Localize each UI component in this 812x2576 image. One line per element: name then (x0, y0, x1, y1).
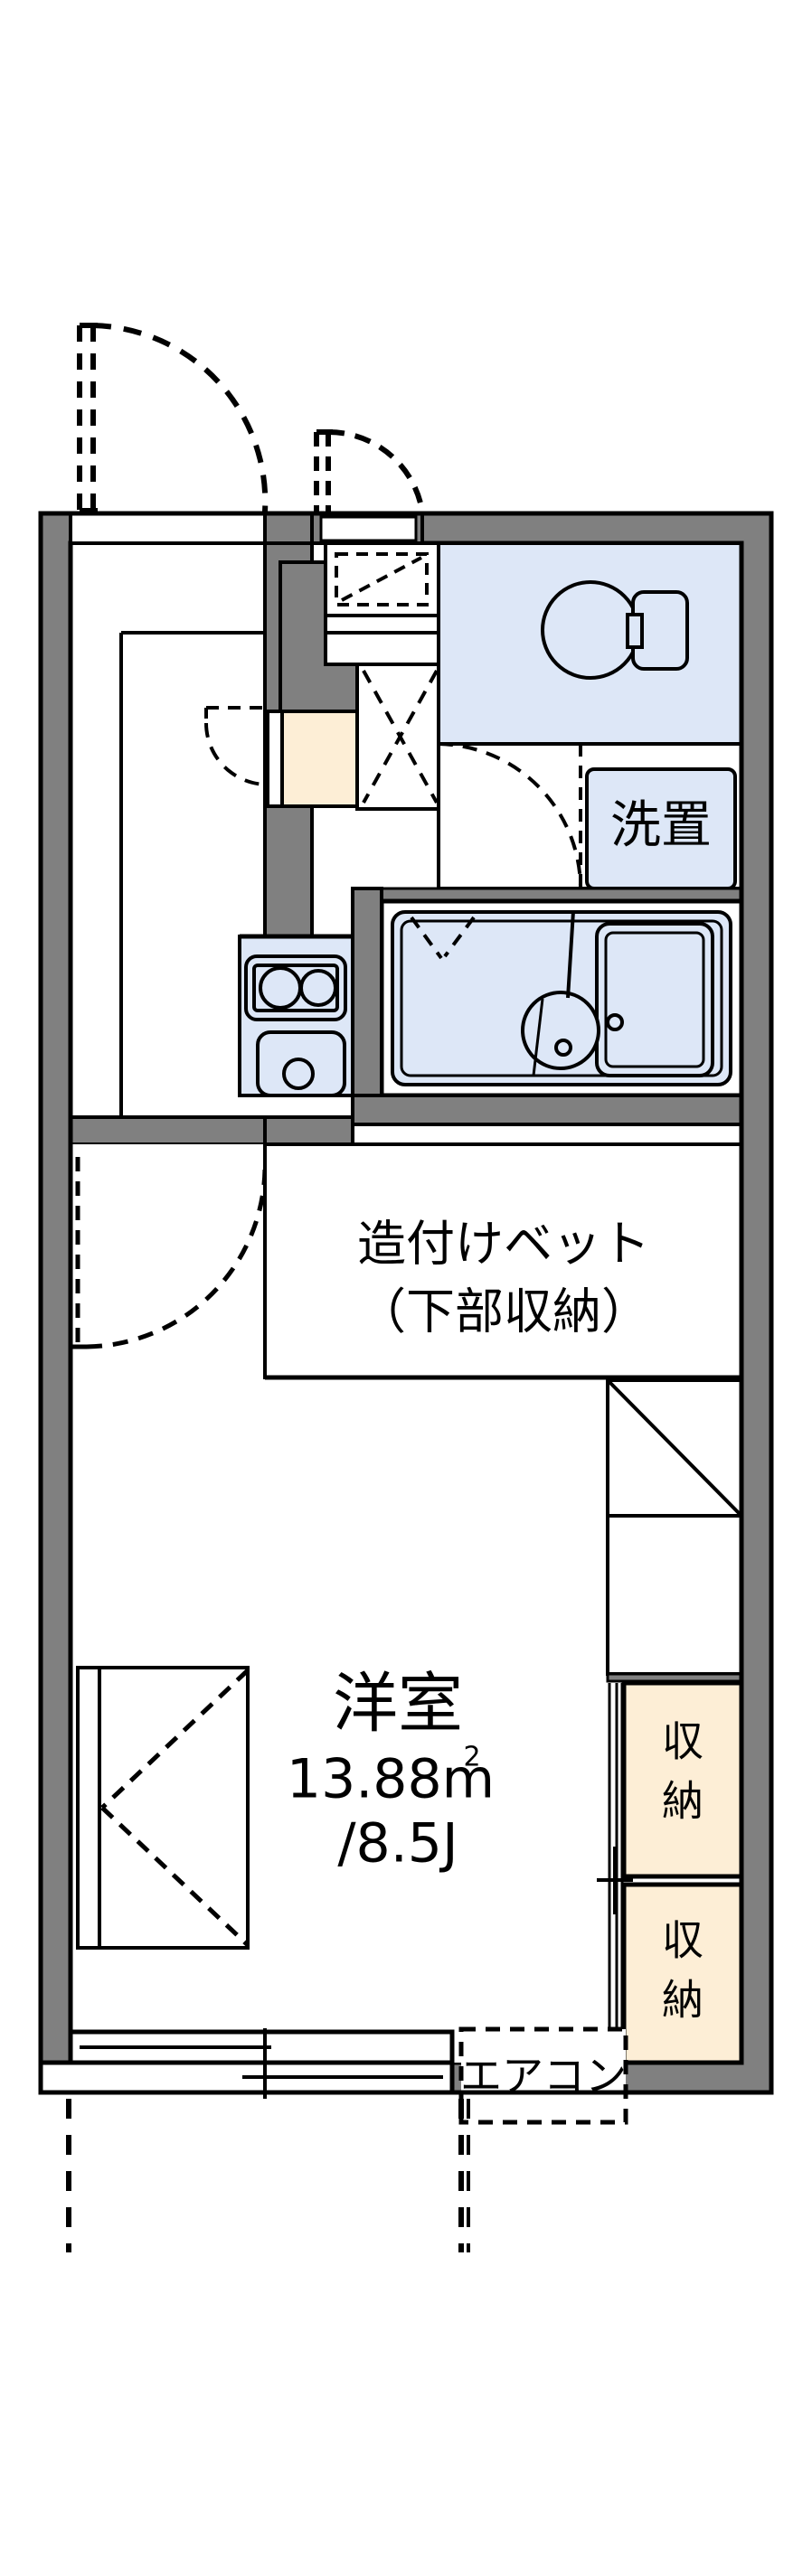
air-conditioner-box (458, 2026, 628, 2125)
main-room-label-group: 洋室 13.88m 2 /8.5J (287, 1666, 495, 1876)
washer-label: 洗置 (610, 796, 712, 855)
room-split-wall (69, 1115, 354, 1146)
west-window-fold-2 (100, 1806, 250, 1947)
toilet-door (314, 428, 425, 512)
south-window (38, 2028, 470, 2252)
west-window-fold-1 (100, 1669, 250, 1810)
wall-stub-a (263, 512, 314, 545)
closet-lower[interactable] (621, 1882, 744, 2065)
wall-room-top-mid (263, 1115, 354, 1146)
genkan-tile-box (355, 663, 445, 811)
kitchen (238, 934, 354, 1097)
washer-space: 洗置 (437, 742, 743, 890)
wall-kitchen-right (351, 887, 383, 1097)
stove-burner-right (299, 969, 337, 1007)
toilet-connector (626, 613, 644, 649)
unit-bath (360, 887, 744, 1098)
wall-room-top-left (69, 1115, 267, 1146)
bath-door-v-1 (410, 916, 443, 960)
closet-head-wall (606, 1672, 743, 1683)
toilet-bowl (541, 580, 640, 680)
bath-counter-line (532, 998, 544, 1076)
bathtub-inner (604, 931, 705, 1068)
west-window-opening (71, 1668, 78, 1948)
entry-upper-closet (324, 541, 440, 617)
west-window (71, 1666, 250, 1950)
closet-lower-label-1: 収 (662, 1916, 703, 1965)
bath-door-v-2 (443, 916, 476, 958)
washroom-swing-arc (438, 742, 582, 889)
main-room-area: 13.88m (287, 1748, 495, 1811)
kitchen-sink-drain (282, 1058, 315, 1090)
closet-upper-label-1: 収 (662, 1717, 703, 1766)
entry-window (69, 512, 267, 545)
room-door-swing-arc (86, 1163, 268, 1349)
overhead-cabinet-lower (606, 1514, 743, 1676)
shoebox-box (279, 710, 359, 808)
shoebox-swing-arc (204, 722, 269, 786)
main-room-jo: /8.5J (337, 1812, 458, 1876)
kitchen-bath-wall (351, 887, 743, 1126)
built-in-bed-box (263, 1142, 743, 1379)
main-room-area-superscript: 2 (463, 1742, 480, 1773)
bath-basin-drain (554, 1039, 572, 1057)
edge-touchups (41, 511, 771, 2095)
entrance-door (77, 323, 269, 513)
bath-faucet-line (566, 910, 575, 999)
stove-burner-left (259, 966, 302, 1010)
wall-bath-bottom (351, 1094, 743, 1126)
built-in-bed-label-2: （下部収納） (357, 1283, 650, 1340)
entrance-door-swing-arc (92, 323, 269, 512)
genkan-tile (355, 663, 445, 811)
built-in-bed-label-1: 造付けベット (357, 1216, 650, 1273)
entry-closet-band (319, 515, 418, 542)
main-room-name: 洋室 (333, 1666, 463, 1742)
built-in-bed: 造付けベット （下部収納） (263, 1142, 743, 1379)
genkan-x-2 (362, 670, 439, 804)
entry-closet-diagonal (341, 556, 422, 602)
air-conditioner: エアコン (458, 2026, 628, 2125)
toilet-door-swing-arc (327, 428, 425, 512)
overhead-cabinet-diagonal (606, 1378, 743, 1518)
shoebox-door-panel[interactable] (266, 710, 284, 808)
closet-lower-label-2: 納 (662, 1976, 703, 2025)
entry-shoebox (204, 706, 359, 808)
toilet-room (437, 541, 743, 746)
west-window-frame (76, 1666, 250, 1950)
entry-closet-dashed (335, 552, 429, 606)
closet-upper-label-2: 納 (662, 1777, 703, 1826)
room-door-opening (71, 1144, 265, 1152)
bath-basin (521, 991, 600, 1070)
bathtub-drain (606, 1013, 624, 1031)
